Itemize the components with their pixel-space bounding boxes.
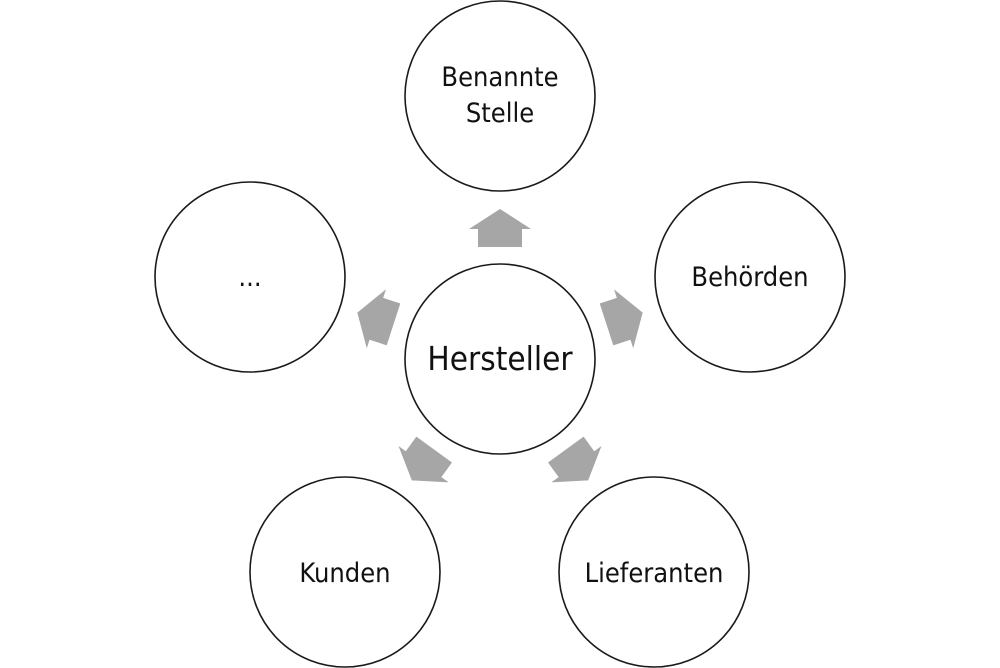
node-benannte-stelle: Benannte Stelle: [404, 0, 596, 192]
node-benannte-stelle-label: Benannte: [441, 62, 558, 93]
node-weitere: ...: [154, 181, 346, 373]
arrow-to-weitere: [357, 289, 401, 349]
arrows: [357, 209, 643, 483]
arrow-to-kunden: [398, 436, 452, 483]
arrow-to-benannte-stelle: [469, 209, 531, 247]
node-lieferanten: Lieferanten: [558, 476, 750, 668]
node-kunden-label: Kunden: [299, 558, 390, 589]
node-benannte-stelle-label: Stelle: [466, 98, 534, 129]
arrow-to-lieferanten: [548, 436, 602, 483]
center-node-hersteller: Hersteller: [404, 263, 596, 455]
node-weitere-label: ...: [238, 262, 261, 293]
center-node-label: Hersteller: [427, 339, 573, 378]
node-kunden: Kunden: [249, 476, 441, 668]
node-behoerden: Behörden: [654, 181, 846, 373]
arrow-to-behoerden: [599, 289, 643, 349]
node-behoerden-label: Behörden: [691, 262, 808, 293]
node-lieferanten-label: Lieferanten: [585, 558, 724, 589]
